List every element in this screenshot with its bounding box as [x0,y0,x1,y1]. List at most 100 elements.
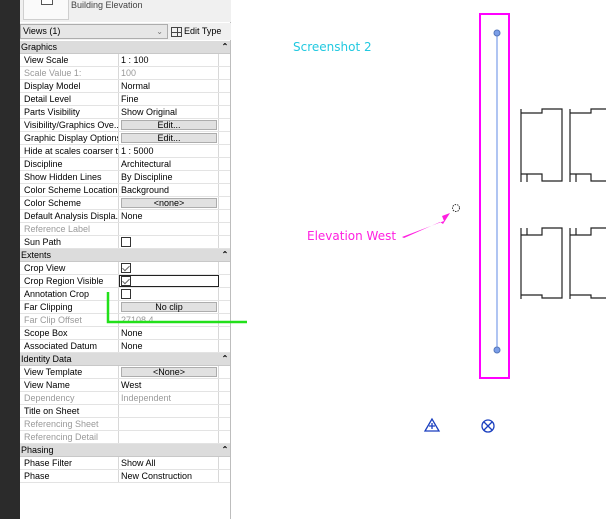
display-model-value[interactable]: Normal [119,80,219,92]
dependency-value: Independent [119,392,219,404]
crop-region-highlight [479,13,510,379]
property-row-scale-value-1: Scale Value 1:100 [20,67,230,80]
elevation-type-icon [41,0,53,5]
window-top-1 [520,108,563,182]
property-label: Phase Filter [20,457,119,469]
elevation-marker[interactable] [452,204,460,212]
property-label: Scope Box [20,327,119,339]
view-scale-value[interactable]: 1 : 100 [119,54,219,66]
property-row-sun-path: Sun Path [20,236,230,249]
close-view-icon[interactable] [481,419,495,433]
property-label: Default Analysis Displa... [20,210,119,222]
reference-label-value [119,223,219,235]
crop-view-checkbox[interactable] [121,263,131,273]
annotation-crop-checkbox[interactable] [121,289,131,299]
type-thumbnail [23,0,69,20]
drawing-canvas[interactable]: Screenshot 2 Elevation West [232,0,606,519]
property-row-visibility-graphics-ove: Visibility/Graphics Ove...Edit... [20,119,230,132]
type-selector[interactable]: Building Elevation [20,0,231,22]
property-row-reference-label: Reference Label [20,223,230,236]
property-label: Referencing Sheet [20,418,119,430]
view-name-value[interactable]: West [119,379,219,391]
crop-grip-bottom[interactable] [493,346,501,354]
show-hidden-lines-value[interactable]: By Discipline [119,171,219,183]
scale-value-1-value: 100 [119,67,219,79]
section-header-graphics[interactable]: Graphics⌃ [20,41,230,54]
property-label: Detail Level [20,93,119,105]
visibility-graphics-ove-button[interactable]: Edit... [121,120,217,130]
far-clipping-button[interactable]: No clip [121,302,217,312]
left-dark-strip [0,0,20,519]
parts-visibility-value[interactable]: Show Original [119,106,219,118]
views-row: Views (1) ⌄ Edit Type [20,23,231,40]
property-label: Crop Region Visible [20,275,119,287]
collapse-icon[interactable]: ⌃ [221,354,229,363]
detail-level-value[interactable]: Fine [119,93,219,105]
phase-value[interactable]: New Construction [119,470,219,482]
views-dropdown[interactable]: Views (1) ⌄ [20,24,168,39]
window-elements [520,108,606,299]
crop-grip-top[interactable] [493,29,501,37]
property-label: View Name [20,379,119,391]
sun-path-checkbox[interactable] [121,237,131,247]
collapse-icon[interactable]: ⌃ [221,42,229,51]
property-label: Color Scheme [20,197,119,209]
edit-type-button[interactable]: Edit Type [171,24,221,39]
property-label: Far Clipping [20,301,119,313]
property-label: Parts Visibility [20,106,119,118]
crop-region-visible-checkbox[interactable] [121,276,131,286]
drawing-svg [402,13,606,433]
property-label: Sun Path [20,236,119,248]
property-label: Annotation Crop [20,288,119,300]
associated-datum-value[interactable]: None [119,340,219,352]
scope-box-value[interactable]: None [119,327,219,339]
property-row-view-template: View Template<None> [20,366,230,379]
property-label: Scale Value 1: [20,67,119,79]
edit-type-icon [171,26,182,37]
section-header-identity-data[interactable]: Identity Data⌃ [20,353,230,366]
property-label: Show Hidden Lines [20,171,119,183]
annotation-arrow [402,213,450,238]
property-label: Reference Label [20,223,119,235]
property-row-referencing-detail: Referencing Detail [20,431,230,444]
discipline-value[interactable]: Architectural [119,158,219,170]
property-row-title-on-sheet: Title on Sheet [20,405,230,418]
property-label: Dependency [20,392,119,404]
color-scheme-button[interactable]: <none> [121,198,217,208]
property-label: Referencing Detail [20,431,119,443]
elevation-west-label: Elevation West [307,229,397,243]
property-label: Graphic Display Options [20,132,119,144]
chevron-down-icon: ⌄ [156,27,163,36]
color-scheme-location-value[interactable]: Background [119,184,219,196]
add-view-icon[interactable] [423,417,441,432]
far-clip-offset-value: 27108.4 [119,314,219,326]
property-row-default-analysis-displa: Default Analysis Displa...None [20,210,230,223]
title-on-sheet-value[interactable] [119,405,219,417]
graphic-display-options-button[interactable]: Edit... [121,133,217,143]
view-template-button[interactable]: <None> [121,367,217,377]
property-row-crop-view: Crop View [20,262,230,275]
section-title: Phasing [21,445,54,455]
section-title: Extents [21,250,52,260]
property-label: Far Clip Offset [20,314,119,326]
section-header-phasing[interactable]: Phasing ⌃ [20,444,230,457]
property-row-annotation-crop: Annotation Crop [20,288,230,301]
property-row-crop-region-visible: Crop Region Visible [20,275,230,288]
collapse-icon[interactable]: ⌃ [221,250,229,259]
default-analysis-displa-value[interactable]: None [119,210,219,222]
section-header-extents[interactable]: Extents ⌃ [20,249,230,262]
hide-at-scales-coarser-t-value[interactable]: 1 : 5000 [119,145,219,157]
screenshot-label: Screenshot 2 [293,40,372,54]
phase-filter-value[interactable]: Show All [119,457,219,469]
collapse-icon[interactable]: ⌃ [221,445,229,454]
property-label: Visibility/Graphics Ove... [20,119,119,131]
